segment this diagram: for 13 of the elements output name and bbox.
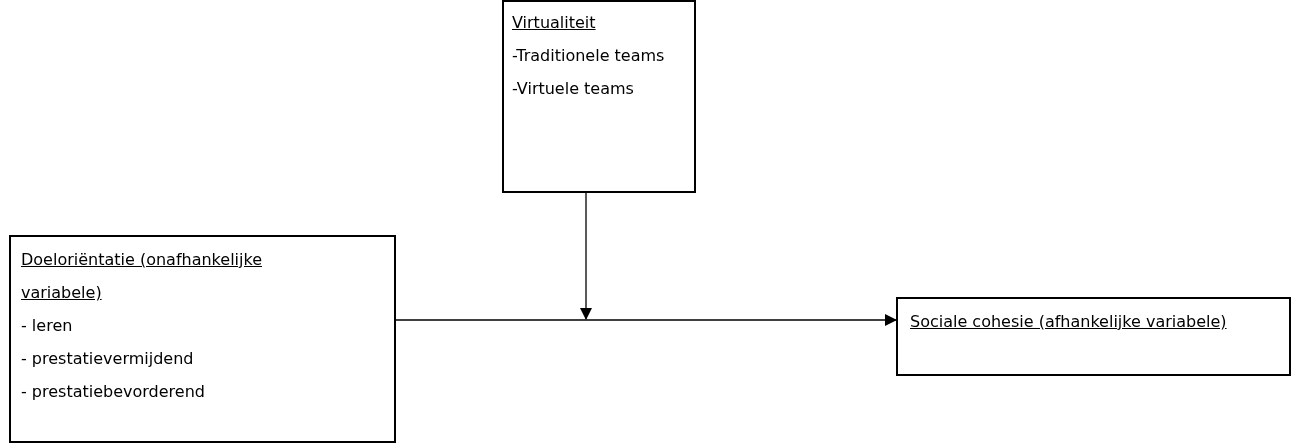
variable-box	[502, 0, 696, 193]
list-item: -Virtuele teams	[512, 78, 635, 100]
arrow	[395, 314, 897, 326]
box-heading: Doeloriëntatie (onafhankelijke variabele)	[21, 249, 264, 304]
box-heading: Sociale cohesie (afhankelijke variabele)	[910, 311, 1228, 333]
arrow	[580, 192, 592, 320]
list-item: - prestatiebevorderend	[21, 381, 206, 403]
list-item: - leren	[21, 315, 74, 337]
variable-box	[9, 235, 396, 443]
variable-box	[896, 297, 1291, 376]
list-item: - prestatievermijdend	[21, 348, 195, 370]
list-item: -Traditionele teams	[512, 45, 666, 67]
box-heading: Virtualiteit	[512, 12, 597, 34]
